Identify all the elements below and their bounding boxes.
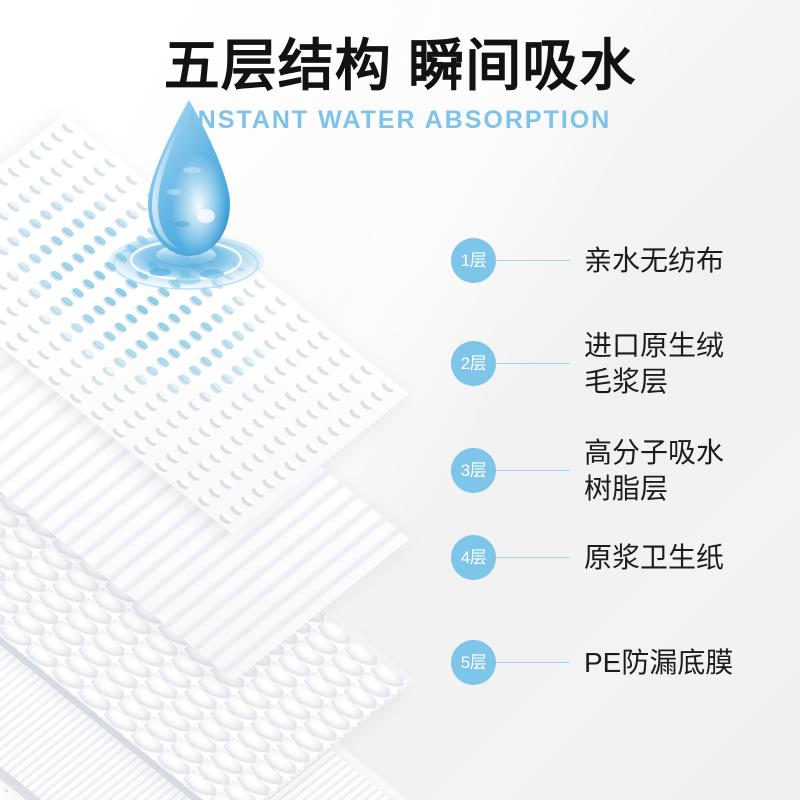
callout-label: 高分子吸水 树脂层: [584, 437, 725, 504]
leader-line: [496, 557, 570, 558]
callout-layer-3[interactable]: 3层 高分子吸水 树脂层: [451, 435, 724, 507]
callout-label: 亲水无纺布: [584, 244, 725, 276]
leader-line: [496, 470, 570, 472]
callout-layer-5[interactable]: 5层 PE防漏底膜: [451, 640, 733, 685]
leader-line: [496, 260, 570, 261]
callout-label: PE防漏底膜: [584, 646, 734, 678]
layer-1-badge-icon: 1层: [451, 238, 496, 283]
leader-line: [496, 363, 570, 365]
callout-layer-1[interactable]: 1层 亲水无纺布: [451, 238, 724, 283]
callout-layer-4[interactable]: 4层 原浆卫生纸: [451, 535, 724, 580]
callout-label: 原浆卫生纸: [584, 541, 725, 573]
leader-line: [496, 662, 570, 663]
layer-3-badge-icon: 3层: [451, 448, 496, 494]
callout-label: 进口原生绒 毛浆层: [584, 330, 725, 397]
layer-5-badge-icon: 5层: [451, 640, 496, 685]
layer-4-badge-icon: 4层: [451, 535, 496, 580]
layer-2-badge-icon: 2层: [451, 341, 496, 387]
callout-layer-2[interactable]: 2层 进口原生绒 毛浆层: [451, 328, 724, 400]
